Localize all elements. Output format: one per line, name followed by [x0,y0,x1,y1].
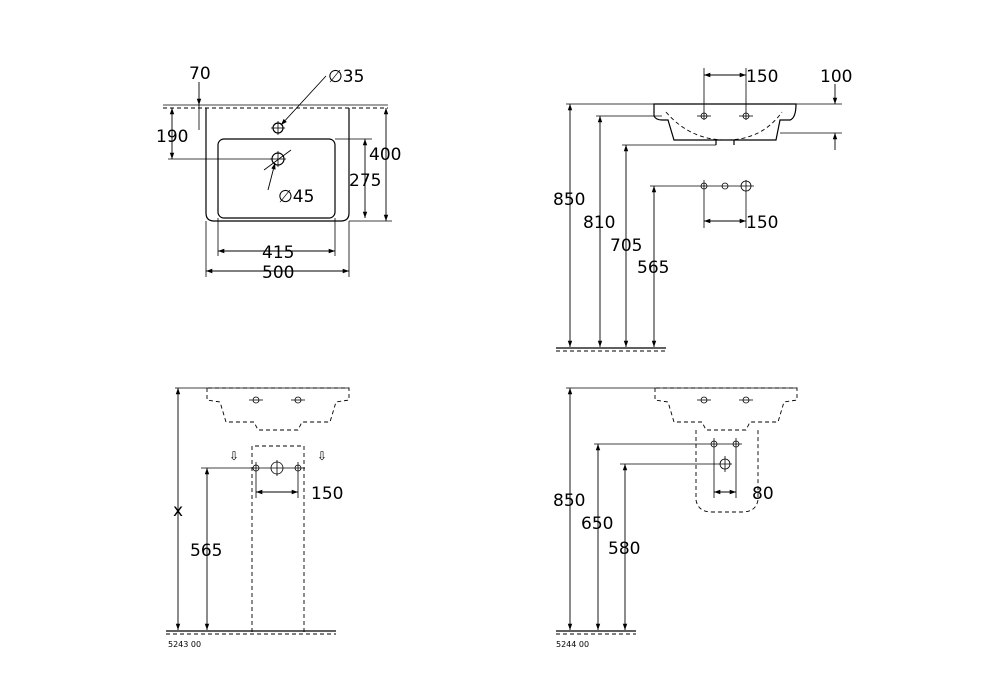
basin-front-outline [653,103,797,141]
dim-fixing-spacing-label: 150 [746,213,778,233]
dim-overall-width-label: 500 [262,263,294,283]
basin-hidden-outline [206,387,350,431]
dim-pedestal-fixing-spacing-label: 150 [311,484,343,504]
dim-semi-fixing-spacing-label: 80 [752,484,774,504]
product-code-pedestal: 5243 00 [168,640,201,649]
dim-bowl-depth-label: 275 [349,171,381,191]
dim-tap-depth-label: 190 [156,127,188,147]
bowl-hidden [665,111,783,141]
dim-bowl-width-label: 415 [262,243,294,263]
dim-tap-spacing-label: 150 [746,67,778,87]
dim-tap-offset-label: 70 [189,64,211,84]
plan-view: 70 ∅35 190 400 275 ∅45 415 500 [156,64,401,283]
svg-text:⇩: ⇩ [229,449,239,463]
pedestal-view: ⇩ ⇩ 150 x 565 5243 00 [166,387,350,649]
dim-semi-height-fixings-label: 650 [581,514,613,534]
semi-pedestal-view: 80 850 650 580 5244 00 [553,387,798,649]
basin-bowl [217,138,336,219]
front-view: 150 100 150 850 810 705 565 [553,67,852,352]
semi-pedestal-hidden [695,430,759,513]
dim-pedestal-height-fixings-label: 565 [190,541,222,561]
basin-hidden-outline [654,387,798,431]
svg-text:⇩: ⇩ [317,449,327,463]
pedestal-hidden [251,445,305,632]
basin-outline [205,108,350,222]
dim-overall-depth-label: 400 [369,145,401,165]
dim-waste-label: ∅45 [278,187,314,207]
dim-height-under-label: 810 [583,213,615,233]
dim-height-bowl-label: 705 [610,236,642,256]
dim-height-x-label: x [173,501,183,521]
dim-semi-height-rim-label: 850 [553,491,585,511]
dim-rim-height-label: 100 [820,67,852,87]
product-code-semi-pedestal: 5244 00 [556,640,589,649]
dim-height-rim-label: 850 [553,190,585,210]
dim-semi-height-waste-label: 580 [608,539,640,559]
dim-height-fixings-label: 565 [637,258,669,278]
dim-tap-hole-label: ∅35 [328,67,364,87]
